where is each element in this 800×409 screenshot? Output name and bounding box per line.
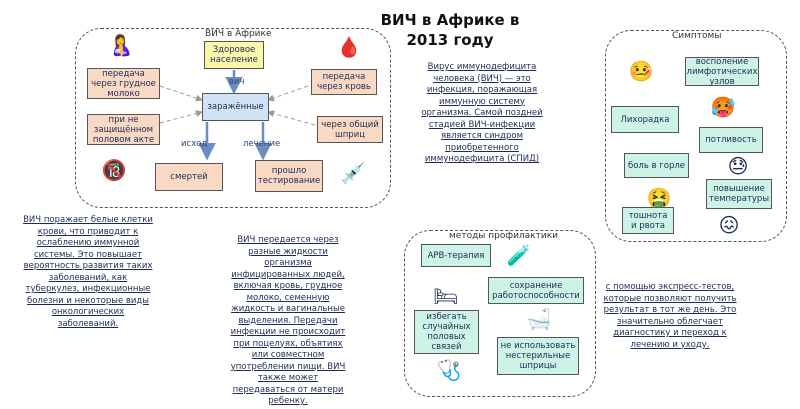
- bed-icon: 🛏: [433, 284, 459, 308]
- immune-effect-text: ВИЧ поражает белые клетки крови, что при…: [23, 215, 153, 329]
- transmission-group-label: ВИЧ в Африке: [203, 29, 274, 39]
- tested-box: прошло тестирование: [255, 160, 323, 192]
- mother-icon: 🤱: [108, 33, 134, 57]
- prevention-arv-therapy: АРВ-терапия: [421, 244, 491, 267]
- prevention-group-label: методы профилактики: [447, 231, 560, 241]
- title-line-1: ВИЧ в Африке в: [380, 11, 520, 29]
- express-tests-text: с помощью экспресс-тестов, которые позво…: [603, 282, 737, 350]
- symptom-lymph-nodes: восполение лимфотических узлов: [685, 56, 759, 87]
- unprotected-sex-box: при не защищённом половом акте: [87, 114, 160, 145]
- page-title: ВИЧ в Африке в 2013 году: [365, 10, 535, 50]
- blood-transmission-box: передача через кровь: [311, 69, 377, 95]
- symptom-sweating: потливость: [699, 127, 763, 153]
- bath-icon: 🛁: [526, 307, 552, 331]
- prevention-avoid-contacts: избегать случайных половых связей: [414, 310, 479, 354]
- syringe-icon: 💉: [340, 161, 366, 185]
- nausea-face-icon: 🤮: [646, 186, 672, 210]
- arrow-blood-to-infected: [267, 85, 309, 102]
- title-line-2: 2013 году: [406, 31, 494, 49]
- deaths-box: смертей: [155, 163, 223, 191]
- arrow-milk-to-infected: [159, 85, 203, 102]
- age-18-icon: 🔞: [101, 158, 127, 182]
- symptom-sore-throat: боль в горле: [624, 153, 689, 178]
- transmission-routes-text: ВИЧ передается через разные жидкости орг…: [230, 235, 346, 406]
- sick-face-icon: 🤒: [628, 59, 654, 83]
- edge-label-treatment: лечение: [243, 139, 281, 149]
- infected-box: заражённые: [202, 93, 269, 121]
- test-tube-icon: 🧪: [506, 243, 532, 267]
- symptom-fever: Лихорадка: [611, 106, 679, 133]
- blood-drop-icon: 🩸: [336, 35, 362, 59]
- sweat-face-icon: 😓: [727, 154, 749, 178]
- hiv-definition-text: Вирус иммунодефицита человека (ВИЧ) — эт…: [421, 62, 543, 164]
- symptom-nausea: тошнота и рвота: [622, 207, 674, 234]
- shared-syringe-box: через общий шприц: [317, 116, 383, 143]
- symptoms-group-label: Симптомы: [670, 31, 724, 41]
- arrow-syringe-to-infected: [267, 110, 316, 126]
- tired-face-icon: 😖: [718, 213, 740, 237]
- prevention-work-capacity: сохранение работоспособности: [488, 277, 584, 304]
- healthy-population-box: Здоровое население: [204, 41, 264, 69]
- milk-transmission-box: передача через грудное молоко: [87, 68, 160, 99]
- stethoscope-icon: 🩺: [436, 358, 462, 382]
- prevention-sterile-syringes: не использовать нестерильные шприцы: [497, 337, 579, 375]
- edge-label-hiv: вич: [229, 77, 245, 87]
- symptom-temperature: повышение температуры: [706, 179, 772, 209]
- edge-label-outcome: исход: [181, 139, 208, 149]
- arrow-sex-to-infected: [159, 110, 203, 124]
- hot-face-icon: 🥵: [710, 95, 736, 119]
